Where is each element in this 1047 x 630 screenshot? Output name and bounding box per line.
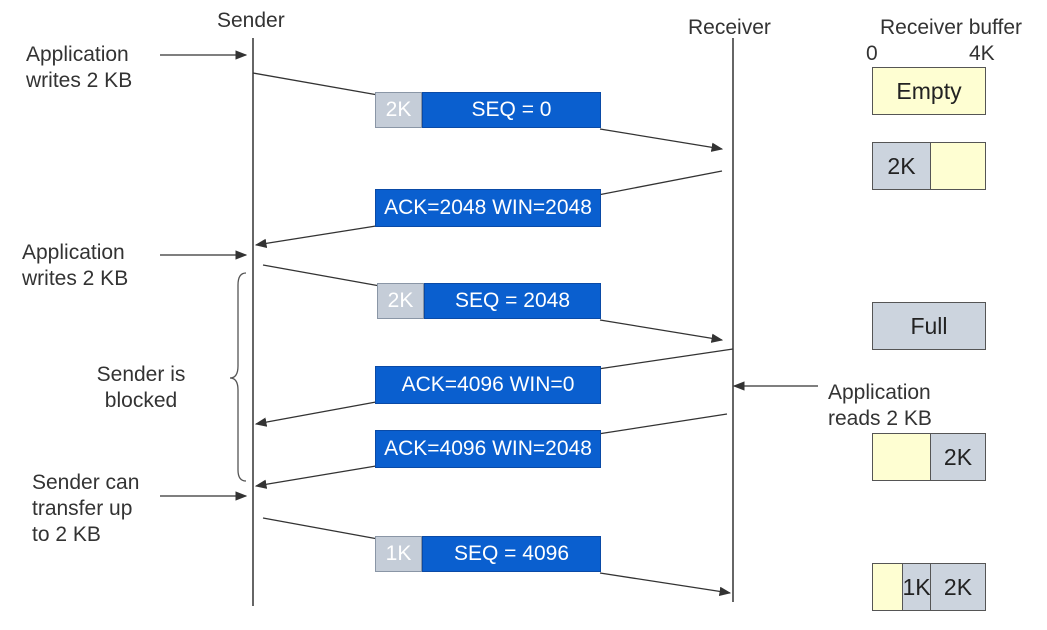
note-sender-can-line1: Sender can [32,471,140,494]
ack-2048-arrow [254,225,377,248]
buffer-used-segment: 2K [873,143,930,189]
receiver-buffer-empty: Empty [872,67,986,115]
receiver-title: Receiver [688,16,771,39]
segment-label: SEQ = 2048 [424,283,601,319]
segment-seq0-arrow [599,128,724,152]
receiver-buffer-half: 2K [872,142,986,190]
note-app-reads-line2: reads 2 KB [828,407,932,430]
receiver-buffer-title: Receiver buffer [880,16,1023,39]
segment-label: SEQ = 4096 [422,536,601,572]
buffer-free-segment [873,434,930,480]
segment-seq4096-arrow [599,572,732,597]
note-app-writes-1-line2: writes 2 KB [26,69,133,92]
blocked-brace [229,272,247,482]
note-app-writes-1-line1: Application [26,43,129,66]
receiver-buffer-final: 1K 2K [872,563,986,611]
segment-seq4096: 1K SEQ = 4096 [375,536,601,572]
receiver-buffer-full: Full [872,302,986,350]
buffer-1k-segment: 1K [902,564,931,610]
segment-size: 1K [375,536,422,572]
segment-size: 2K [375,92,422,128]
note-app-reads-line1: Application [828,381,931,404]
buffer-empty-segment: Empty [873,68,985,114]
sender-title: Sender [217,9,285,32]
buffer-used-segment: 2K [930,434,985,480]
note-sender-can-line2: transfer up [32,497,133,520]
segment-label: SEQ = 0 [422,92,601,128]
ack-win2048-line [597,413,728,435]
segment-seq2048: 2K SEQ = 2048 [377,283,601,319]
buffer-scale-max: 4K [969,42,995,65]
segment-seq0-line [252,72,379,96]
note-app-writes-2-line2: writes 2 KB [22,267,129,290]
note-sender-blocked-line1: Sender is [96,363,186,386]
buffer-free-segment [873,564,902,610]
buffer-full-segment: Full [873,303,985,349]
note-app-writes-2-line1: Application [22,241,125,264]
ack-2048-line [597,170,723,196]
ack-win0-line [597,348,734,370]
segment-seq2048-line [262,264,381,287]
ack-4096-win-2048: ACK=4096 WIN=2048 [375,430,601,468]
segment-seq0: 2K SEQ = 0 [375,92,601,128]
segment-seq2048-arrow [599,319,724,343]
note-sender-can-line3: to 2 KB [32,523,101,546]
receiver-buffer-after-read: 2K [872,433,986,481]
note-sender-blocked-line2: blocked [104,389,178,412]
ack-4096-win-0: ACK=4096 WIN=0 [375,366,601,404]
ack-2048-win-2048: ACK=2048 WIN=2048 [375,189,601,227]
buffer-scale-min: 0 [866,42,878,65]
buffer-2k-segment: 2K [930,564,985,610]
ack-win2048-arrow [254,465,377,489]
ack-win0-arrow [254,401,377,427]
segment-seq4096-line [262,517,379,540]
segment-size: 2K [377,283,424,319]
buffer-free-segment [930,143,985,189]
